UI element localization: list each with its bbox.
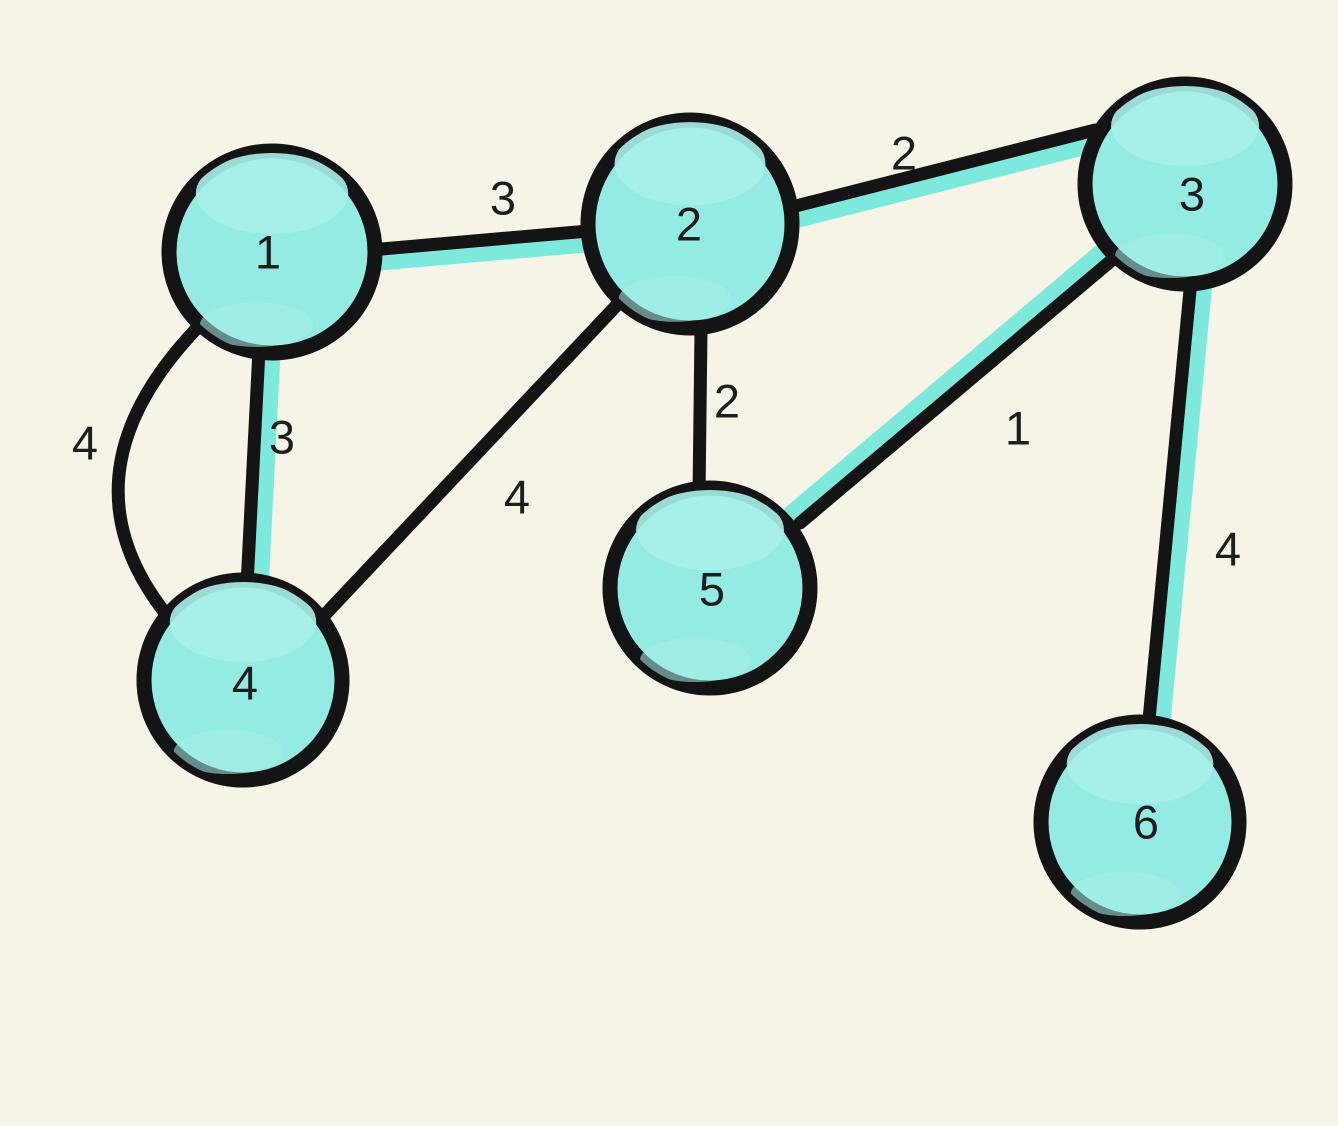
edge-2-5 (692, 323, 708, 502)
edge-3-6-weight: 4 (1215, 523, 1241, 576)
edge-2-3-weight: 2 (891, 127, 917, 180)
edge-2-4-weight: 4 (504, 471, 530, 524)
edge-weight-labels: 3 2 4 2 3 4 1 4 (72, 127, 1241, 576)
edge-1-4 (239, 343, 266, 612)
node-5-sheen (636, 490, 784, 570)
edge-1-4 (111, 318, 207, 632)
edge-2-3 (773, 123, 1102, 217)
node-6-label: 6 (1133, 796, 1159, 849)
node-3-label: 3 (1179, 168, 1205, 221)
edge-3-6 (1141, 273, 1198, 737)
node-3-sheen-bottom (1115, 234, 1225, 278)
node-6-sheen-bottom (1070, 872, 1180, 916)
node-3: 3 (1077, 76, 1293, 292)
edge-highlights (250, 134, 1213, 741)
node-5-sheen-bottom (640, 638, 750, 682)
edge-1-2-highlight (359, 234, 607, 272)
node-4-sheen (169, 582, 317, 662)
node-1: 1 (161, 143, 383, 361)
edge-2-5-weight: 2 (714, 375, 740, 428)
edge-1-2-weight: 3 (490, 172, 516, 225)
edge-3-5 (793, 253, 1119, 530)
nodes: 1 2 3 4 5 6 (136, 76, 1293, 930)
edge-1-4-weight: 4 (72, 417, 98, 470)
edge-1-4-weight: 3 (269, 411, 295, 464)
node-2-sheen (614, 122, 766, 206)
node-1-sheen (195, 153, 349, 234)
edge-2-3-highlight (774, 134, 1107, 232)
node-2-label: 2 (676, 198, 702, 251)
node-3-sheen (1111, 86, 1259, 166)
node-4-sheen-bottom (173, 730, 283, 774)
node-4-label: 4 (232, 657, 258, 710)
edge-1-4-highlight (250, 344, 281, 617)
node-1-label: 1 (255, 226, 281, 279)
edge-3-6-highlight (1152, 273, 1213, 741)
node-6: 6 (1033, 714, 1247, 930)
node-2: 2 (580, 112, 800, 336)
node-1-sheen-bottom (199, 302, 314, 347)
node-2-sheen-bottom (618, 276, 731, 322)
edge-3-5-weight: 1 (1005, 402, 1031, 455)
edge-1-2 (363, 223, 607, 257)
edge-2-4 (311, 299, 623, 629)
edge-3-5-highlight (783, 241, 1113, 522)
edges (111, 123, 1198, 737)
node-6-sheen (1066, 724, 1214, 804)
node-5-label: 5 (699, 563, 725, 616)
node-4: 4 (136, 572, 350, 788)
node-5: 5 (602, 480, 818, 696)
